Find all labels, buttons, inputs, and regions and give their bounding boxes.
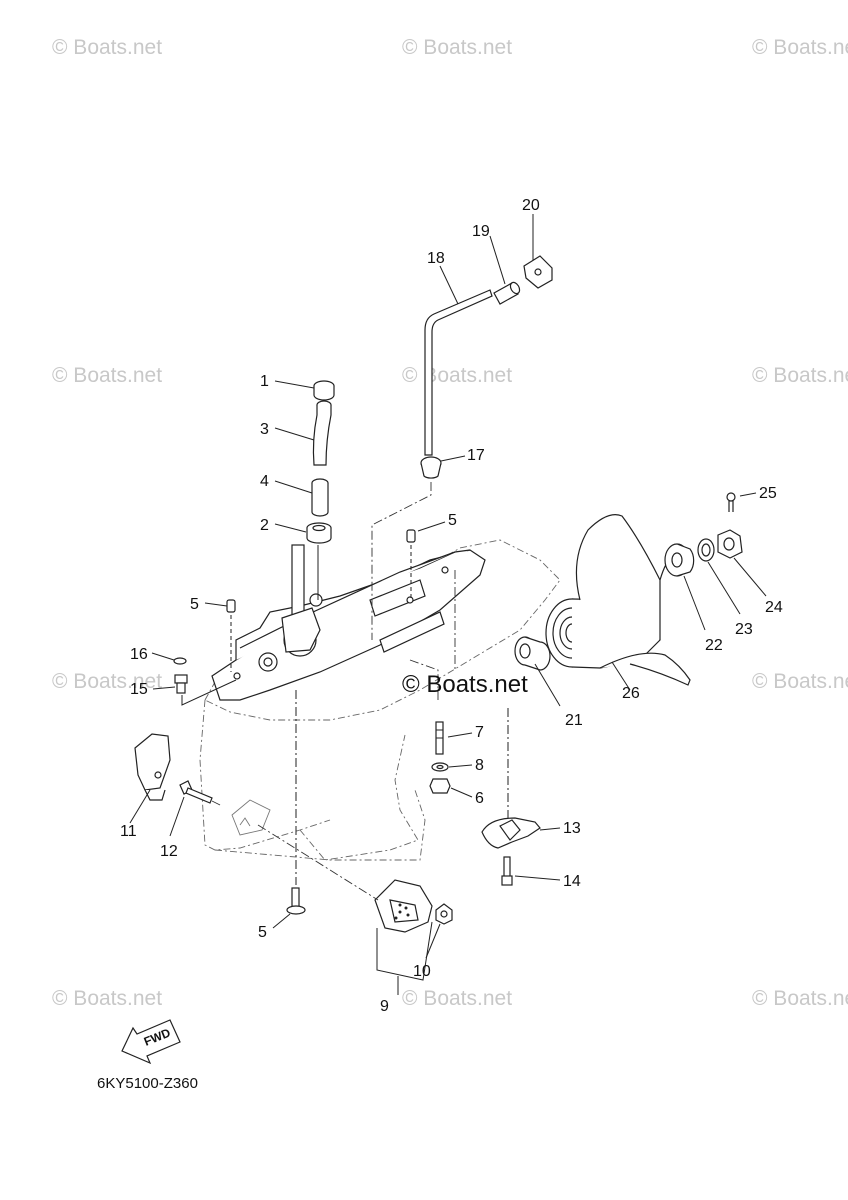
part-15-bolt: 14 [501,856,581,890]
label-part-13: 12 [160,843,178,860]
label-part-20: 19 [472,223,490,240]
part-7-nut: 6 [429,778,484,807]
part-26-cotter-pin: 25 [726,485,777,512]
part-18-grommet: 17 [371,447,485,640]
gearcase-housing [211,544,486,701]
watermarks: © Boats.net © Boats.net © Boats.net © Bo… [52,36,848,1010]
label-part-7: 6 [475,790,484,807]
label-part-9: 8 [475,757,484,774]
part-5-dowel-left: 5 [190,596,236,672]
watermark: © Boats.net [402,364,512,387]
watermark: © Boats.net [752,670,848,693]
ref-line [409,659,439,700]
part-11-nut: 10 [413,903,453,980]
part-10-anode: 9 [257,824,433,1015]
label-part-8: 7 [475,724,484,741]
label-part-25: 24 [765,599,783,616]
part-14-trim-tab: 13 [481,708,581,849]
label-part-4: 4 [260,473,269,490]
label-part-24: 23 [735,621,753,638]
label-part-27: 26 [622,685,640,702]
watermark: © Boats.net [402,36,512,59]
label-part-1: 1 [260,373,269,390]
label-part-11: 10 [413,963,431,980]
part-21-clip: 20 [522,197,553,289]
part-27-propeller: 26 [545,514,691,702]
watermark: © Boats.net [752,364,848,387]
diagram-code: 6KY5100-Z360 [97,1075,198,1092]
watermark: © Boats.net [52,36,162,59]
label-part-26: 25 [759,485,777,502]
part-16-plug: 15 [130,674,237,706]
part-24-washer: 23 [697,538,753,638]
label-part-10: 9 [380,998,389,1015]
watermark: © Boats.net [52,987,162,1010]
part-20-bushing: 19 [472,223,521,305]
label-part-2: 2 [260,517,269,534]
label-part-21: 20 [522,197,540,214]
part-17-oring: 16 [130,646,187,665]
label-part-15: 14 [563,873,581,890]
part-8-stud: 7 [435,721,484,755]
label-part-16: 15 [130,681,148,698]
lower-case-outline [199,539,561,861]
watermark: © Boats.net [52,364,162,387]
label-part-5-left: 5 [190,596,199,613]
label-part-5-right: 5 [448,512,457,529]
label-part-14: 13 [563,820,581,837]
part-23-spacer: 22 [664,543,723,654]
part-2-seal: 2 [260,517,332,600]
watermark: © Boats.net [752,987,848,1010]
label-part-17: 16 [130,646,148,663]
label-part-6: 5 [258,924,267,941]
label-part-18: 17 [467,447,485,464]
part-22-spacer: 21 [514,636,583,729]
part-12-cover: 11 [120,733,171,840]
part-3-water-tube: 3 [260,400,332,466]
part-9-washer: 8 [431,757,484,774]
part-25-nut: 24 [717,529,783,616]
label-part-3: 3 [260,421,269,438]
label-part-19: 18 [427,250,445,267]
watermark: © Boats.net [52,670,162,693]
watermark: © Boats.net [752,36,848,59]
watermark-center: © Boats.net [402,671,528,698]
part-4-sleeve: 4 [260,473,329,517]
part-19-shift-rod: 18 [424,250,493,456]
part-5-dowel-right: 5 [406,512,457,600]
label-part-23: 22 [705,637,723,654]
fwd-arrow: FWD [121,1019,181,1065]
part-1-grommet: 1 [260,373,335,401]
label-part-22: 21 [565,712,583,729]
part-6-bolt: 5 [258,690,306,941]
part-13-bolt: 12 [160,780,223,860]
watermark: © Boats.net [402,987,512,1010]
label-part-12: 11 [120,823,137,840]
